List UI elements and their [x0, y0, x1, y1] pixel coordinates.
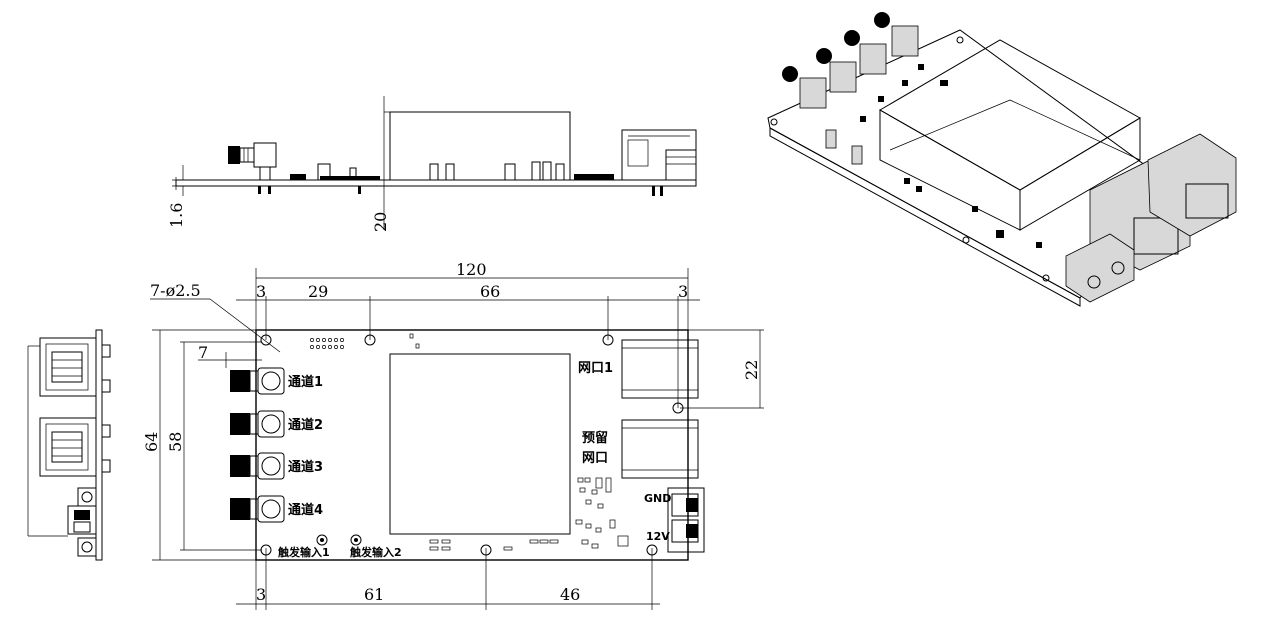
- mounting-hole: [672, 402, 684, 414]
- mounting-hole: [480, 544, 492, 556]
- mounting-hole: [602, 334, 614, 346]
- dim-hole-spec: 7-ø2.5: [150, 281, 201, 300]
- label-trigger-2: 触发输入2: [349, 545, 402, 559]
- iso-sma-connectors: [782, 12, 919, 109]
- mounting-hole: [646, 544, 658, 556]
- label-gnd: GND: [644, 492, 671, 505]
- label-port-1: 网口1: [578, 361, 613, 376]
- dim-bottom-span-46: 46: [560, 585, 580, 604]
- dim-hole-span-66: 66: [480, 282, 500, 301]
- rj45-port-1: [621, 339, 699, 399]
- side-rj45: [621, 129, 697, 181]
- trigger-connector-2: [350, 534, 362, 546]
- dim-port-offset: 22: [742, 360, 761, 380]
- mounting-hole: [260, 334, 272, 346]
- side-sma-connector: [228, 142, 277, 181]
- mounting-hole: [364, 334, 376, 346]
- dim-bottom-span-61: 61: [364, 585, 384, 604]
- sma-channel-3: [230, 452, 285, 480]
- sma-channel-1: [230, 367, 285, 395]
- main-module: [389, 353, 571, 535]
- mounting-hole: [260, 544, 272, 556]
- dim-height: 20: [371, 212, 390, 232]
- dim-hole-span-29: 29: [308, 282, 328, 301]
- sma-channel-2: [230, 410, 285, 438]
- side-heatsink: [389, 111, 571, 181]
- dim-hole-offset-right: 3: [678, 282, 688, 301]
- dim-connector-offset: 7: [198, 343, 208, 362]
- label-reserved-port-line2: 网口: [582, 451, 608, 466]
- label-12v: 12V: [646, 530, 670, 543]
- power-terminal: [667, 487, 705, 553]
- dim-hole-offset-left: 3: [256, 282, 266, 301]
- dim-thickness: 1.6: [167, 203, 186, 228]
- top-view: 通道1 通道2 通道3 通道4 触发输入1 触发输入2 网口1 预留 网口 GN…: [142, 260, 764, 610]
- trigger-connector-1: [316, 534, 328, 546]
- sma-channel-4: [230, 495, 285, 523]
- dim-bottom-offset: 3: [256, 585, 266, 604]
- dim-hole-span-58: 58: [166, 432, 185, 452]
- label-channel-4: 通道4: [288, 502, 323, 518]
- isometric-view: [767, 12, 1237, 307]
- board-outline: [255, 329, 689, 561]
- label-trigger-1: 触发输入1: [277, 545, 330, 559]
- dim-total-width: 120: [456, 260, 487, 279]
- label-reserved-port-line1: 预留: [582, 430, 608, 446]
- label-channel-2: 通道2: [288, 417, 323, 433]
- rj45-port-reserved: [621, 419, 699, 479]
- label-channel-3: 通道3: [288, 459, 323, 475]
- side-board: [175, 179, 697, 187]
- label-channel-1: 通道1: [288, 374, 323, 390]
- end-view: [27, 329, 111, 561]
- dim-board-height: 64: [142, 432, 161, 452]
- side-view: 1.6 20: [167, 96, 697, 232]
- iso-power-terminal: [1065, 233, 1135, 303]
